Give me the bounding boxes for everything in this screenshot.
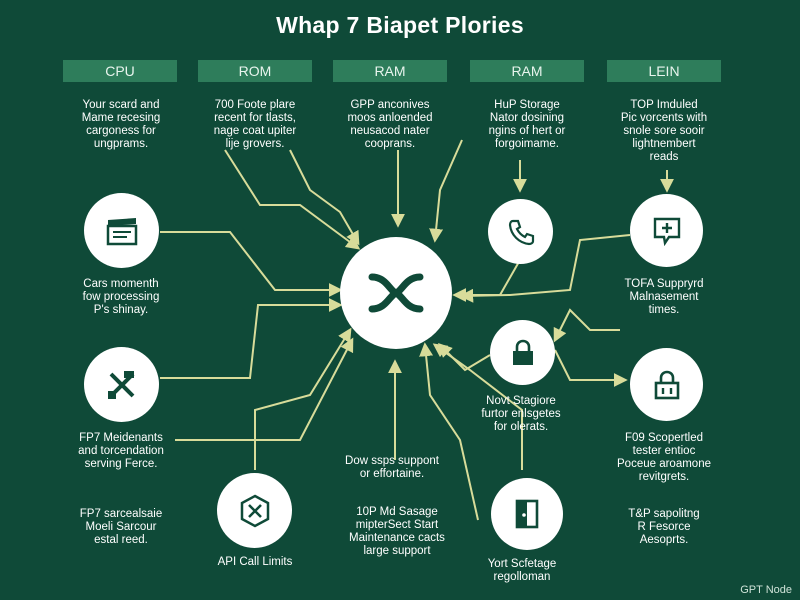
tab-ram-2: RAM [470, 60, 584, 82]
lock-icon [512, 339, 533, 365]
api-limits-label: API Call Limits [217, 556, 293, 568]
tab-rom: ROM [198, 60, 312, 82]
message-node [630, 194, 703, 267]
connector-rom2-hub [289, 149, 360, 246]
phone-icon [508, 219, 534, 245]
tools-node [84, 347, 159, 422]
clapperboard-node [84, 193, 159, 268]
connector-bottomright-hub [419, 342, 479, 521]
door-icon [515, 499, 539, 529]
watermark: GPT Node [740, 584, 792, 596]
hexagon-x-icon [240, 494, 269, 527]
connector-left2-hub [160, 298, 343, 379]
tab-lein: LEIN [607, 60, 721, 82]
clapperboard-icon [106, 217, 137, 245]
connector-left4-hub [254, 327, 352, 470]
x-shape-icon [368, 273, 424, 313]
phone-node [488, 199, 553, 264]
connector-padlock-lock [553, 308, 620, 343]
padlock-node [630, 348, 703, 421]
connector-left1-hub [160, 231, 343, 297]
connector-ram2-hub [429, 139, 463, 243]
connector-rom-hub [224, 149, 361, 250]
door-node [491, 478, 563, 550]
connector-phone-hub [452, 259, 521, 302]
connector-msg-hub [459, 234, 631, 303]
connector-lock-hub [438, 343, 491, 372]
padlock-icon [654, 370, 679, 399]
lock-node [490, 320, 555, 385]
connector-lock-padlock [554, 349, 628, 387]
hub-node [340, 237, 452, 349]
message-plus-icon [653, 217, 680, 246]
connector-left3-hub [175, 337, 354, 441]
diagram-title: Whap 7 Biapet Plories [276, 12, 524, 38]
tab-cpu: CPU [63, 60, 177, 82]
tab-ram: RAM [333, 60, 447, 82]
hexagon-node [217, 473, 292, 548]
crossed-tools-icon [107, 370, 134, 399]
